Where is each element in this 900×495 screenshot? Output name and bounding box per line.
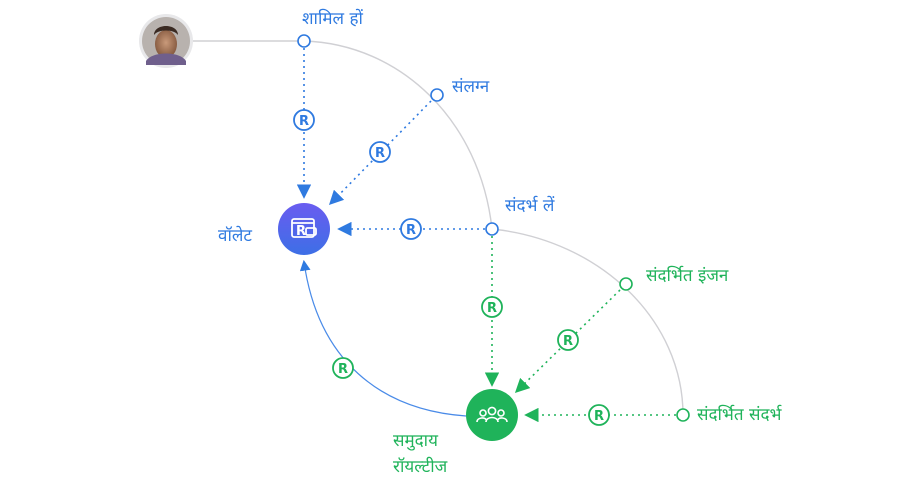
rupee-r-icon: R (293, 109, 315, 131)
label-join: शामिल हों (302, 8, 363, 29)
label-referral-refer: संदर्भित संदर्भ (697, 404, 782, 425)
svg-text:R: R (338, 362, 348, 377)
node-referral-engine (619, 277, 633, 291)
outer-arc-upper (303, 40, 493, 230)
community-node (466, 389, 518, 441)
svg-text:R: R (594, 409, 604, 424)
rupee-r-icon: R (588, 404, 610, 426)
node-join (297, 34, 311, 48)
svg-text:R: R (375, 146, 385, 161)
token-badges: R R R R R R R (293, 109, 610, 426)
svg-text:R: R (299, 114, 309, 129)
wallet-node: R (278, 203, 330, 255)
label-refer: संदर्भ लें (505, 195, 555, 216)
svg-text:R: R (296, 224, 306, 239)
svg-text:R: R (406, 223, 416, 238)
rupee-r-icon: R (400, 218, 422, 240)
people-icon (476, 406, 508, 423)
avatar (139, 14, 193, 68)
svg-text:R: R (563, 334, 573, 349)
rupee-r-icon: R (481, 296, 503, 318)
rupee-r-icon: R (557, 329, 579, 351)
node-referral-refer (676, 408, 690, 422)
blue-flow-arrows (296, 48, 485, 237)
svg-text:R: R (487, 301, 497, 316)
connection-arcs (193, 40, 684, 416)
outer-arc-lower (491, 228, 684, 416)
green-flow-arrows (484, 236, 676, 423)
rupee-r-icon: R (369, 141, 391, 163)
label-attach: संलग्न (452, 77, 490, 97)
label-community-line2: रॉयल्टीज (393, 456, 448, 477)
rupee-r-icon: R (332, 357, 354, 379)
flow-nodes (297, 34, 690, 422)
label-wallet: वॉलेट (218, 225, 252, 246)
node-refer (485, 222, 499, 236)
arrow-community-to-wallet (299, 259, 467, 417)
wallet-icon (291, 218, 317, 238)
node-attach (430, 88, 444, 102)
label-referral-engine: संदर्भित इंजन (646, 265, 729, 286)
label-community-line1: समुदाय (393, 431, 439, 451)
